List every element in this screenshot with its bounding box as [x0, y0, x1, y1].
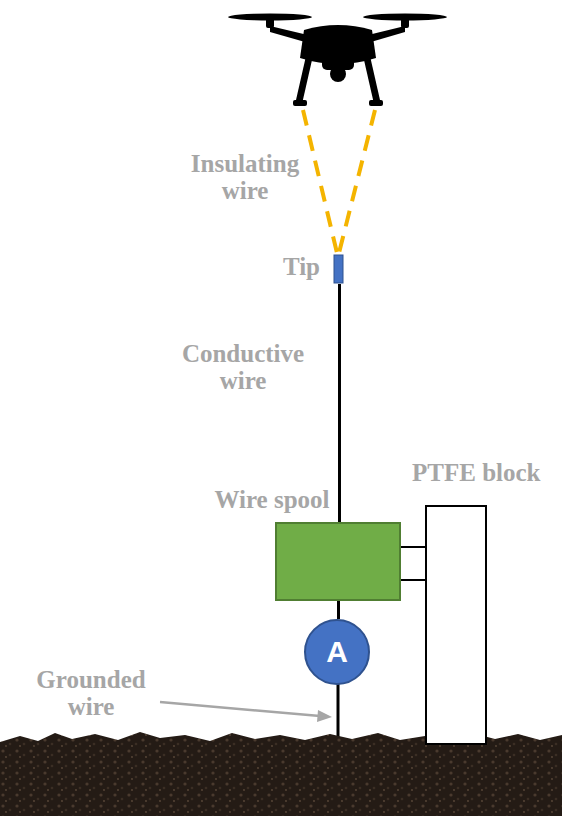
ptfe-block: PTFE block — [425, 505, 487, 745]
drone — [228, 14, 447, 107]
mount-bracket — [400, 547, 426, 580]
tip-label: Tip — [250, 253, 320, 280]
tip-electrode — [334, 255, 343, 283]
ammeter-symbol: A — [326, 636, 348, 668]
leader-arrow — [160, 702, 332, 722]
wire-spool-box: Wire spool — [275, 522, 401, 601]
insulating-wire-label: Insulating wire — [170, 150, 320, 204]
ammeter-circle: A — [304, 619, 370, 685]
grounded-wire-label: Grounded wire — [16, 666, 166, 720]
conductive-wire — [337, 601, 340, 619]
grounded-wire — [337, 684, 340, 742]
tip-node: Tip — [330, 254, 347, 284]
ptfe-heading: PTFE block — [412, 459, 552, 486]
conductive-wire-label: Conductive wire — [168, 340, 318, 394]
conductive-wire — [338, 284, 341, 522]
insulating-wire — [303, 110, 375, 253]
wire-spool-heading: Wire spool — [192, 486, 352, 513]
